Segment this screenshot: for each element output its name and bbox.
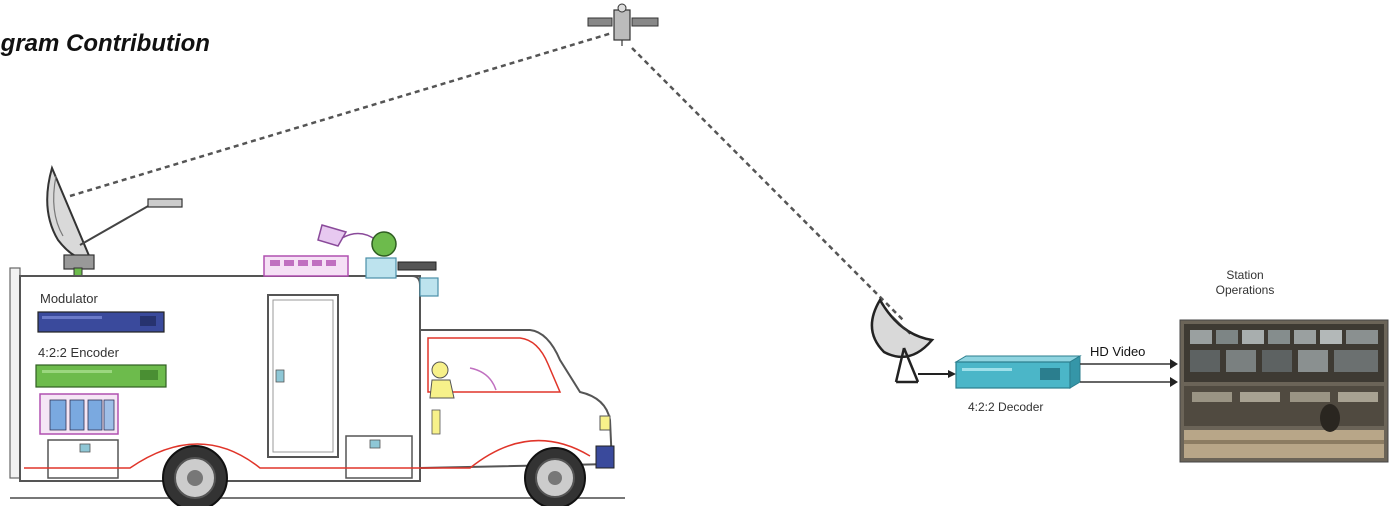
station-operations-label: Station Operations [1200, 268, 1290, 298]
front-wheel [525, 448, 585, 506]
decoder-label: 4:2:2 Decoder [968, 400, 1043, 414]
receive-dish-icon [872, 300, 956, 382]
truck-uplink-dish-icon [47, 168, 182, 278]
encoder-unit [36, 365, 166, 387]
satellite-truck [10, 168, 625, 506]
rear-wheel [163, 446, 227, 506]
modulator-unit [38, 312, 164, 332]
station-label-line2: Operations [1200, 283, 1290, 298]
encoder-label: 4:2:2 Encoder [38, 345, 119, 360]
satellite-icon [588, 4, 658, 46]
equipment-rack [40, 394, 118, 434]
diagram-title: ogram Contribution [0, 30, 210, 58]
station-label-line1: Station [1200, 268, 1290, 283]
downlink-line [632, 48, 905, 322]
decoder-unit [956, 356, 1080, 388]
modulator-label: Modulator [40, 291, 98, 306]
hd-video-arrows [1080, 359, 1178, 387]
station-operations-photo [1180, 320, 1388, 462]
hd-video-label: HD Video [1090, 344, 1145, 359]
